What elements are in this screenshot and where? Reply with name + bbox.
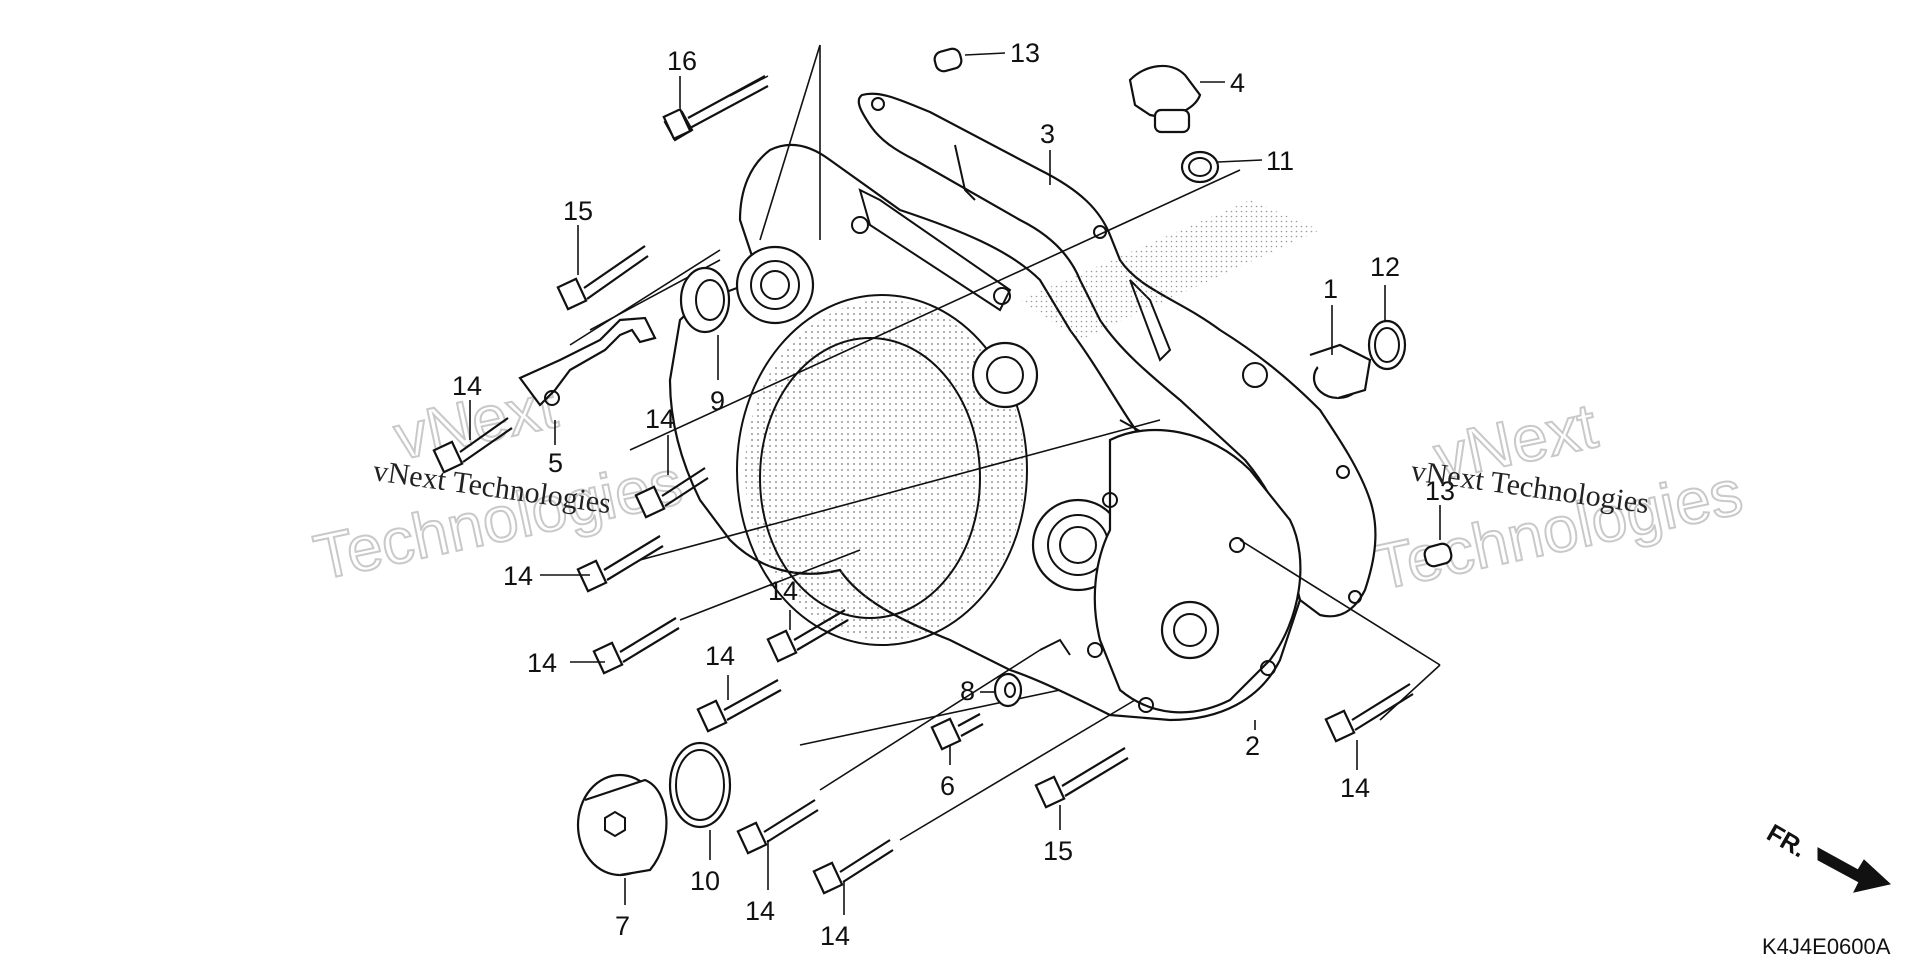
cap-part-4 [1128,64,1202,134]
front-direction-label: FR. [1762,819,1811,863]
callout-3: 3 [1040,119,1055,149]
bolt-14-bottom-a [736,799,819,855]
callout-16: 16 [667,46,697,76]
callout-14-left-b: 14 [503,561,533,591]
callout-4: 4 [1230,68,1245,98]
o-ring-part-10 [668,741,732,829]
bolt-14-right [1324,683,1414,743]
callout-13-top: 13 [1010,38,1040,68]
o-ring-part-12 [1367,319,1407,371]
bolt-14-mid-a [766,609,849,663]
bolt-14-mid-b [696,679,782,733]
bolt-15-bottom [1034,747,1129,809]
front-direction-indicator: FR. [1762,819,1892,893]
callout-14-left-c: 14 [527,648,557,678]
callout-1: 1 [1323,274,1338,304]
callout-14-right: 14 [1340,773,1370,803]
callout-14-mid-top: 14 [645,404,675,434]
crankcase-cover [668,143,1320,722]
bolt-14-left-c [576,535,664,593]
callout-15-top: 15 [563,196,593,226]
callout-14-mid-a: 14 [768,576,798,606]
callout-9: 9 [710,386,725,416]
drawing-code: K4J4E0600A [1762,934,1891,959]
callout-labels: 16 15 14 5 9 14 14 14 14 14 14 14 7 10 8… [452,38,1455,951]
callout-10: 10 [690,866,720,896]
bolt-6 [930,713,984,751]
plug-part-7 [576,773,668,877]
callout-15-bottom: 15 [1043,836,1073,866]
front-arrow-icon [1817,847,1892,893]
dowel-part-13-top [933,47,963,73]
callout-14-bottom-b: 14 [820,921,850,951]
callout-12: 12 [1370,252,1400,282]
callout-11: 11 [1266,146,1294,176]
callout-13-right: 13 [1425,476,1455,506]
washer-part-8 [993,672,1023,708]
callout-5: 5 [548,448,563,478]
callout-8: 8 [960,676,975,706]
callout-2: 2 [1245,731,1260,761]
bolt-14-left-b [634,467,709,519]
oil-seal-part-9 [679,266,731,334]
bolt-14-left-d [592,617,680,675]
reference-lines [569,44,1441,841]
callout-6: 6 [940,771,955,801]
bolt-15-top [556,245,649,311]
bolt-14-bottom-b [812,839,894,895]
callout-14-left-a: 14 [452,371,482,401]
o-ring-part-11 [1180,150,1220,184]
bolt-14-left-a [432,417,513,474]
collar-part-1 [1309,343,1372,400]
bolt-16 [662,75,769,142]
callout-leaders [469,52,1441,915]
spring-clip-part-5 [518,316,657,407]
callout-14-bottom-a: 14 [745,896,775,926]
callout-7: 7 [615,911,630,941]
callout-14-mid-b: 14 [705,641,735,671]
ghost-watermark-left-bottom: Technologies [308,446,688,594]
dowel-part-13-right [1423,542,1453,568]
